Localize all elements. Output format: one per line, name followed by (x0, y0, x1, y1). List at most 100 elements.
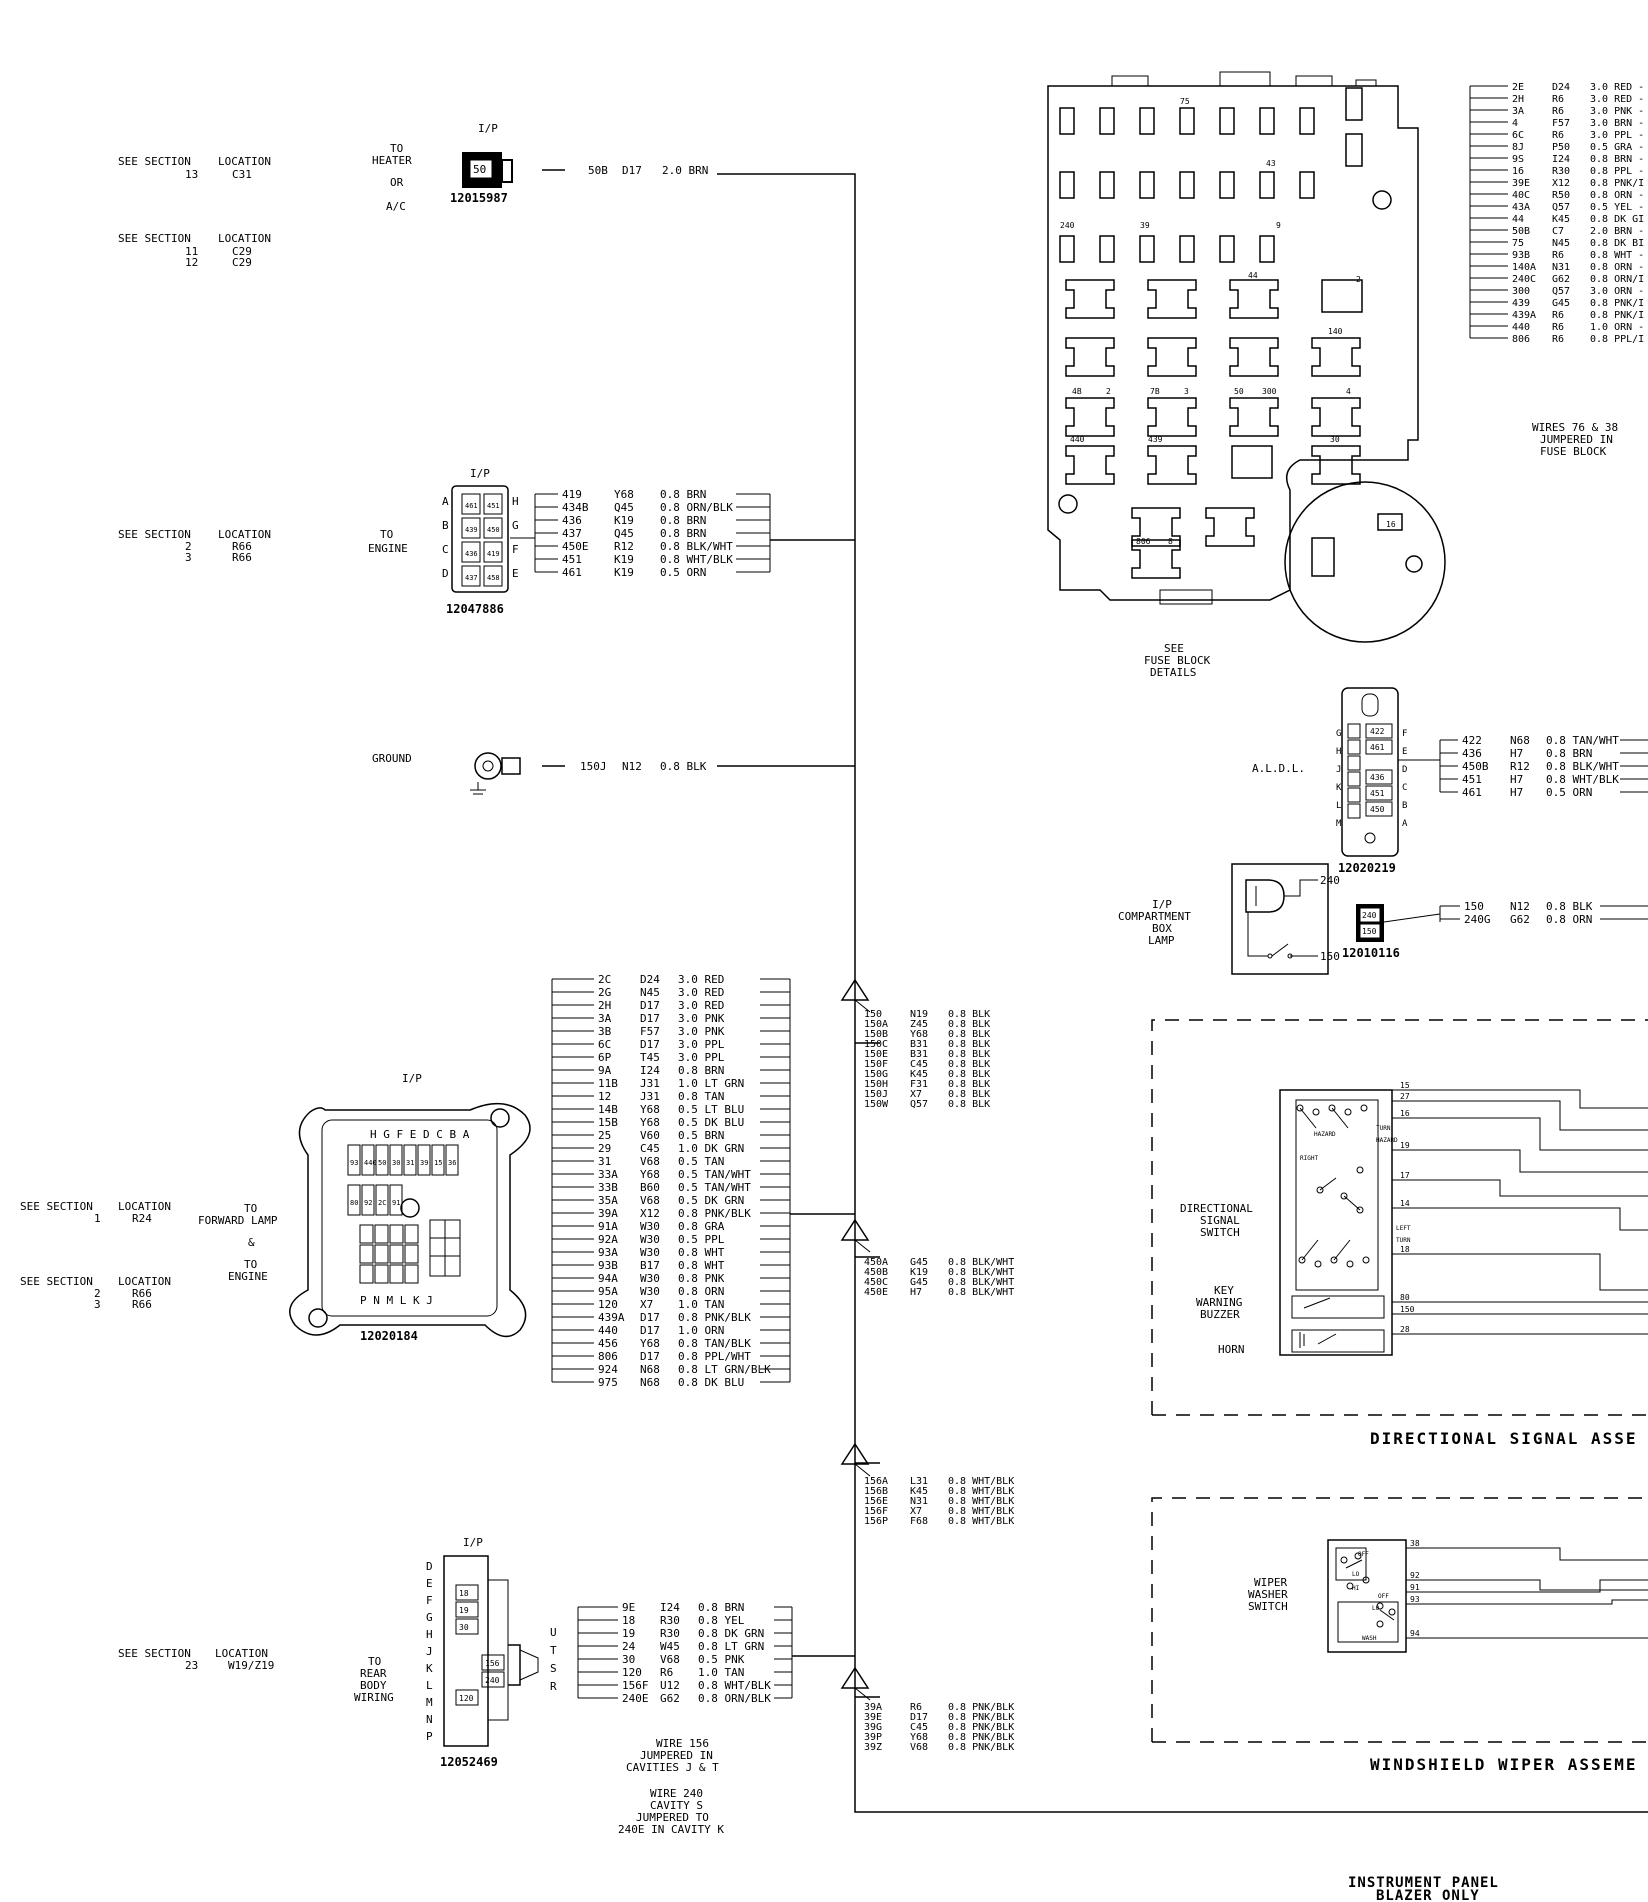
engine-cavity (461, 565, 481, 587)
splice-3-spec-3: 0.8 PNK/BLK (948, 1732, 1014, 1743)
engine-cavity (461, 541, 481, 563)
forward-part-number: 12020184 (360, 1329, 418, 1343)
heater-wire-spec: 2.0 BRN (662, 164, 708, 177)
aldl-wire-id-2: R12 (1510, 760, 1530, 773)
forward-wire-spec-19: 0.8 GRA (678, 1220, 725, 1233)
heater-connector: I/P TO HEATER OR A/C 50 12015987 50B D17… (372, 122, 708, 213)
fuse-blade (1179, 107, 1195, 135)
fuse-note-0: WIRES 76 & 38 (1532, 421, 1618, 434)
fuse-wire-spec-11: 0.8 DK GI (1590, 214, 1644, 225)
splice-0-spec-3: 0.8 BLK (948, 1039, 990, 1050)
ground-wire-id: N12 (622, 760, 642, 773)
fuse-wire-spec-10: 0.5 YEL - (1590, 202, 1644, 213)
forward-cavity-label-2: 50 (378, 1159, 386, 1167)
rear-note-2-line-2: JUMPERED TO (636, 1811, 709, 1824)
splice-1-spec-0: 0.8 BLK/WHT (948, 1257, 1014, 1268)
fuse-wire-id-4: R6 (1552, 130, 1564, 141)
splice-0-spec-2: 0.8 BLK (948, 1029, 990, 1040)
splice-0-spec-8: 0.8 BLK (948, 1089, 990, 1100)
heater-dest-1: HEATER (372, 154, 412, 167)
splice-3-id-3: Y68 (910, 1732, 928, 1743)
rear-pin-left-M: M (426, 1696, 433, 1709)
rear-pin-left-E: E (426, 1577, 433, 1590)
engine-wire-id-3: Q45 (614, 527, 634, 540)
fuse-blade (1059, 235, 1075, 263)
forward-wire-id-0: D24 (640, 973, 660, 986)
fuse-relay (1147, 397, 1197, 437)
forward-wire-circuit-11: 15B (598, 1116, 618, 1129)
forward-wire-id-23: W30 (640, 1272, 660, 1285)
rear-wire-spec-4: 0.5 PNK (698, 1653, 745, 1666)
aldl-left-0: G (1336, 729, 1341, 739)
fuse-relay (1147, 337, 1197, 377)
heater-dest-3: A/C (386, 200, 406, 213)
splice-2-circuit-4: 156P (864, 1516, 888, 1527)
fuse-wire-id-20: R6 (1552, 322, 1564, 333)
fuse-wire-spec-13: 0.8 DK BI (1590, 238, 1644, 249)
splice-0-circuit-5: 150F (864, 1059, 888, 1070)
forward-wire-spec-6: 3.0 PPL (678, 1051, 725, 1064)
engine-wire-circuit-6: 461 (562, 566, 582, 579)
aldl-wire-circuit-2: 450B (1462, 760, 1489, 773)
dir-wire-9: 28 (1400, 1325, 1410, 1334)
fuse-block-round-housing (1284, 481, 1446, 643)
splice-2-circuit-1: 156B (864, 1486, 888, 1497)
aldl-wire-circuit-1: 436 (1462, 747, 1482, 760)
fuse-wire-spec-21: 0.8 PPL/I (1590, 334, 1644, 345)
forward-wire-spec-2: 3.0 RED (678, 999, 724, 1012)
wiper-inner-2: HI (1352, 1585, 1360, 1592)
fuse-blade (1259, 107, 1275, 135)
fuse-wire-spec-4: 3.0 PPL - (1590, 130, 1644, 141)
forward-wire-id-25: X7 (640, 1298, 653, 1311)
rear-wire-circuit-0: 9E (622, 1601, 635, 1614)
engine-wire-spec-3: 0.8 BRN (660, 527, 706, 540)
forward-wire-spec-4: 3.0 PNK (678, 1025, 725, 1038)
dir-wire-6: 18 (1400, 1245, 1410, 1254)
fuse-caption-0: SEE (1164, 642, 1184, 655)
heater-dest-0: TO (390, 142, 403, 155)
wiper-switch-box (1327, 1539, 1407, 1653)
forward-wire-id-15: Y68 (640, 1168, 660, 1181)
see-ref-4-label: SEE SECTION (20, 1200, 93, 1213)
fuse-wire-spec-12: 2.0 BRN - (1590, 226, 1644, 237)
aldl-right-4: B (1402, 801, 1407, 811)
forward-cavity (445, 1144, 459, 1176)
forward-wire-circuit-21: 93A (598, 1246, 618, 1259)
splice-0-circuit-3: 150C (864, 1039, 888, 1050)
rear-dest-2: BODY (360, 1679, 387, 1692)
fuse-wire-id-7: R30 (1552, 166, 1570, 177)
forward-wire-circuit-19: 91A (598, 1220, 618, 1233)
see-ref-2-loc-label: LOCATION (218, 232, 271, 245)
fuse-wire-id-15: N31 (1552, 262, 1570, 273)
dir-inner-5: TURN (1396, 1237, 1411, 1244)
splice-2-spec-0: 0.8 WHT/BLK (948, 1476, 1014, 1487)
see-ref-6-loc-label: LOCATION (215, 1647, 268, 1660)
fuse-wire-spec-17: 3.0 ORN - (1590, 286, 1644, 297)
wiper-wire-3: 93 (1410, 1595, 1420, 1604)
forward-wire-id-26: D17 (640, 1311, 660, 1324)
forward-wire-id-28: Y68 (640, 1337, 660, 1350)
splice-2-id-2: N31 (910, 1496, 928, 1507)
wiper-assembly: WINDSHIELD WIPER ASSEME WIPER WASHER SWI… (1151, 1497, 1648, 1774)
splice-0-spec-5: 0.8 BLK (948, 1059, 990, 1070)
forward-wire-circuit-3: 3A (598, 1012, 612, 1025)
aldl-wire-spec-4: 0.5 ORN (1546, 786, 1592, 799)
forward-cavity (389, 1184, 403, 1216)
forward-wire-spec-29: 0.8 PPL/WHT (678, 1350, 751, 1363)
rear-wire-id-4: V68 (660, 1653, 680, 1666)
fuse-wire-id-3: F57 (1552, 118, 1570, 129)
forward-wire-id-19: W30 (640, 1220, 660, 1233)
fuse-wire-spec-16: 0.8 ORN/I (1590, 274, 1644, 285)
see-ref-1-label: SEE SECTION (118, 155, 191, 168)
splice-0-circuit-0: 150 (864, 1009, 882, 1020)
dir-wire-1: 27 (1400, 1092, 1410, 1101)
comp-cavity-0: 240 (1362, 911, 1377, 920)
engine-wire-spec-5: 0.8 WHT/BLK (660, 553, 733, 566)
splice-0-id-6: K45 (910, 1069, 928, 1080)
aldl-wire-spec-3: 0.8 WHT/BLK (1546, 773, 1619, 786)
splice-0-circuit-4: 150E (864, 1049, 888, 1060)
comp-wire-spec-1: 0.8 ORN (1546, 913, 1592, 926)
